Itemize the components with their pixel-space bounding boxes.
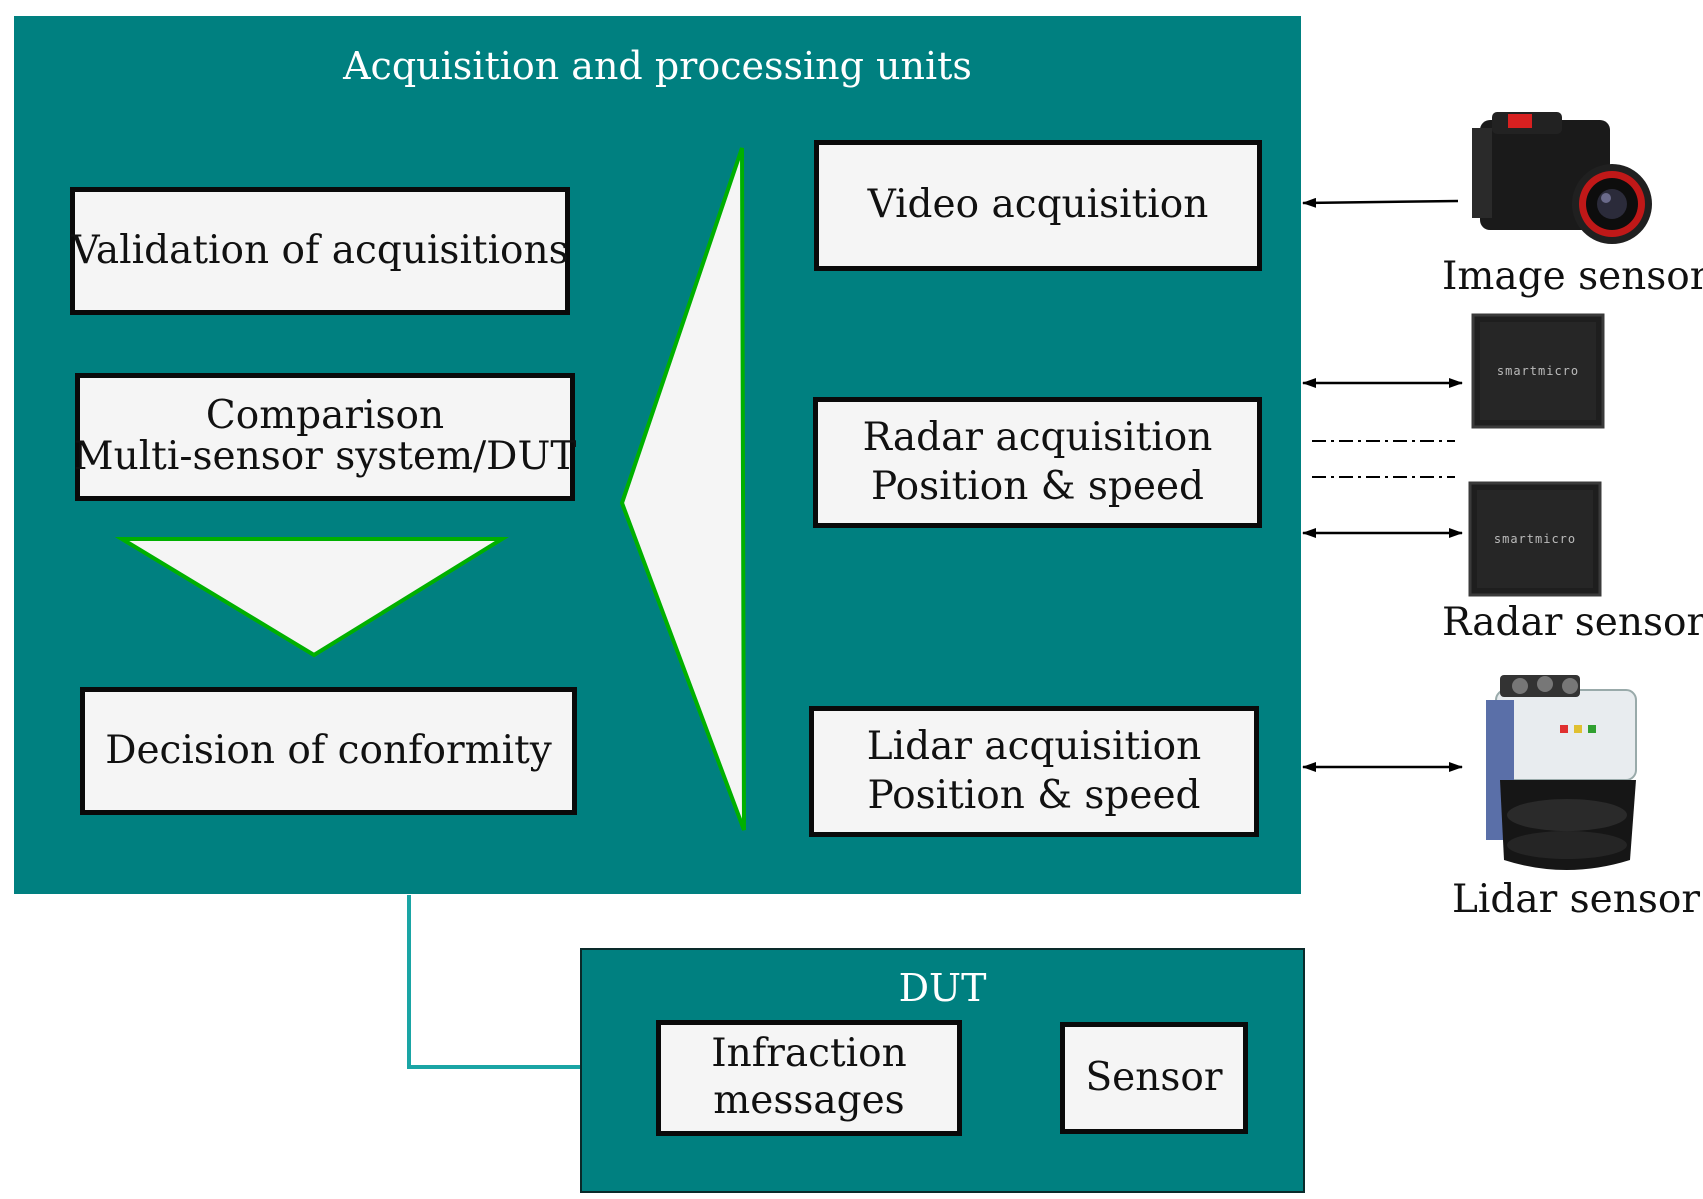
decision-box: Decision of conformity — [80, 687, 577, 815]
infraction-label: Infraction — [711, 1031, 907, 1077]
radar-brand-label-2: smartmicro — [1493, 532, 1577, 546]
lidar-acquisition-sublabel: Position & speed — [867, 772, 1201, 818]
radar-sensor-icon-2 — [1468, 481, 1602, 597]
image-sensor-label: Image sensor — [1442, 254, 1703, 299]
validation-label: Validation of acquisitions — [71, 227, 569, 273]
dut-title: DUT — [898, 966, 987, 1010]
decision-label: Decision of conformity — [105, 727, 552, 773]
radar-acquisition-label: Radar acquisition — [862, 414, 1213, 460]
validation-box: Validation of acquisitions — [70, 187, 570, 315]
radar-brand-label-1: smartmicro — [1496, 364, 1580, 378]
lidar-sensor-label: Lidar sensor — [1452, 877, 1700, 922]
infraction-sublabel: messages — [713, 1078, 905, 1123]
dut-sensor-label: Sensor — [1085, 1054, 1223, 1100]
radar-sensor-icon-1 — [1471, 313, 1605, 429]
lidar-icon — [1486, 675, 1637, 870]
comparison-sublabel: Multi-sensor system/DUT — [73, 434, 577, 479]
comparison-label: Comparison — [205, 393, 445, 439]
radar-sensors-label: Radar sensors — [1442, 600, 1703, 645]
radar-acquisition-sublabel: Position & speed — [871, 463, 1204, 509]
merge-triangle — [619, 147, 746, 831]
image-sensor-arrow — [1302, 197, 1459, 208]
dut-connector-line — [407, 895, 580, 1069]
panel-title: Acquisition and processing units — [343, 44, 972, 88]
lidar-acquisition-box: Lidar acquisition Position & speed — [809, 706, 1259, 837]
comparison-box: Comparison Multi-sensor system/DUT — [73, 373, 577, 501]
video-acquisition-label: Video acquisition — [867, 182, 1209, 228]
camera-icon — [1472, 112, 1652, 244]
radar-acquisition-box: Radar acquisition Position & speed — [813, 397, 1262, 528]
infraction-messages-box: Infraction messages — [656, 1020, 962, 1136]
flow-down-triangle — [114, 537, 510, 658]
lidar-acquisition-label: Lidar acquisition — [866, 723, 1202, 769]
dut-sensor-box: Sensor — [1060, 1022, 1248, 1134]
video-acquisition-box: Video acquisition — [814, 140, 1262, 271]
